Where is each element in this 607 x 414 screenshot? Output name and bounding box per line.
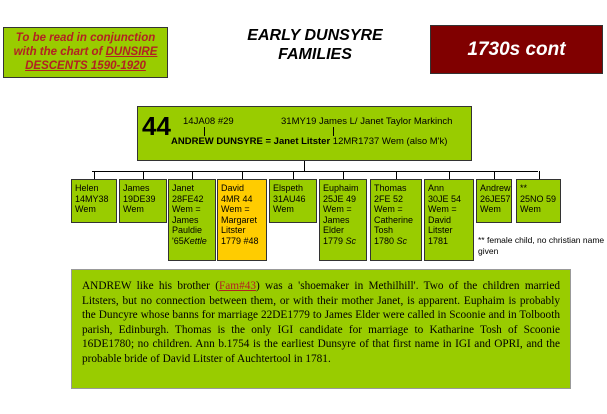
- child-line: Elder: [323, 225, 345, 235]
- couple-names: ANDREW DUNSYRE = Janet Litster: [171, 136, 331, 147]
- commentary-box: ANDREW like his brother (Fam#43) was a '…: [71, 269, 571, 389]
- reference-text-prefix: with the chart of: [13, 46, 106, 58]
- child-line: Wem =: [221, 204, 250, 214]
- child-line: Litster: [221, 225, 246, 235]
- child-line: James: [323, 214, 350, 225]
- family-number: 44: [142, 111, 171, 141]
- commentary-pre: ANDREW like his brother (: [82, 280, 219, 292]
- child-line: 19DE39: [123, 193, 156, 204]
- page-title: EARLY DUNSYRE FAMILIES: [200, 26, 430, 64]
- continuation-label: 1730s cont: [467, 38, 566, 60]
- father-birth: 14JA08 #29: [183, 116, 234, 127]
- child-line: 1779 #48: [221, 235, 259, 246]
- child-line: 4MR 44: [221, 193, 253, 204]
- child-line: Wem: [75, 204, 96, 214]
- child-line: Wem =: [374, 204, 403, 214]
- child-line: Litster: [428, 225, 453, 235]
- child-line: Wem =: [323, 204, 352, 214]
- child-line: Euphaim: [323, 183, 359, 193]
- child-line: 25NO 59: [520, 193, 557, 204]
- descents-link[interactable]: DESCENTS 1590-1920: [25, 60, 146, 72]
- page-title-line1: EARLY DUNSYRE: [247, 27, 383, 44]
- child-line: 1781: [428, 235, 449, 246]
- child-line: James: [172, 214, 199, 225]
- child-line: Catherine: [374, 214, 414, 225]
- child-line: Elspeth: [273, 183, 304, 193]
- child-drop-line: [293, 171, 294, 179]
- child-line: 1780 Sc: [374, 235, 408, 246]
- reference-text-line2: with the chart of DUNSIRE: [4, 45, 167, 59]
- child-line: Ann: [428, 183, 445, 193]
- child-line: Wem: [520, 204, 541, 214]
- marriage-details: 12MR1737 Wem (also M'k): [330, 136, 448, 147]
- child-line: Thomas: [374, 183, 407, 193]
- child-line: 14MY38: [75, 193, 109, 204]
- child-drop-line: [242, 171, 243, 179]
- reference-box: To be read in conjunction with the chart…: [3, 27, 168, 78]
- dunsire-link[interactable]: DUNSIRE: [105, 46, 158, 58]
- child-drop-line: [494, 171, 495, 179]
- child-line: 2FE 52: [374, 193, 404, 204]
- child-drop-line: [539, 171, 540, 179]
- child-line: 25JE 49: [323, 193, 357, 204]
- child-line: Wem: [480, 204, 501, 214]
- child-line: 1779 Sc: [323, 235, 357, 246]
- child-drop-line: [192, 171, 193, 179]
- sibling-line: [92, 171, 538, 172]
- child-line: Wem: [273, 204, 294, 214]
- child-line: Wem =: [172, 204, 201, 214]
- child-line: David: [428, 214, 452, 225]
- child-line: Janet: [172, 183, 195, 193]
- child-drop-line: [94, 171, 95, 179]
- child-line: David: [221, 183, 245, 193]
- child-line: Wem =: [428, 204, 457, 214]
- trunk-line: [304, 161, 305, 171]
- child-drop-line: [143, 171, 144, 179]
- child-drop-line: [396, 171, 397, 179]
- child-line: 30JE 54: [428, 193, 462, 204]
- child-line: '65Kettle: [172, 235, 207, 246]
- parents-box: 44 14JA08 #29 31MY19 James L/ Janet Tayl…: [137, 106, 472, 161]
- child-line: 28FE42: [172, 193, 204, 204]
- parents-dates-line: 14JA08 #29 31MY19 James L/ Janet Taylor …: [183, 116, 452, 127]
- child-place: Sc: [345, 235, 357, 246]
- commentary-post: ) was a 'shoemaker in Methilhill'. Two o…: [82, 280, 560, 365]
- family-43-link[interactable]: Fam#43: [218, 280, 257, 292]
- page-title-line2: FAMILIES: [278, 46, 352, 63]
- child-line: 31AU46: [273, 193, 306, 204]
- child-line: Andrew: [480, 183, 511, 193]
- child-drop-line: [449, 171, 450, 179]
- couple-line: ANDREW DUNSYRE = Janet Litster 12MR1737 …: [171, 136, 447, 147]
- mother-tick: [333, 127, 334, 136]
- child-line: 26JE57: [480, 193, 511, 204]
- mother-birth: 31MY19 James L/ Janet Taylor Markinch: [281, 116, 453, 127]
- child-place: Kettle: [183, 235, 207, 246]
- child-drop-line: [343, 171, 344, 179]
- child-line: Tosh: [374, 225, 394, 235]
- child-line: James: [123, 183, 150, 193]
- father-tick: [204, 127, 205, 136]
- child-line: **: [520, 183, 528, 193]
- continuation-badge: 1730s cont: [430, 25, 603, 74]
- child-place: Sc: [396, 235, 408, 246]
- child-line: Helen: [75, 183, 99, 193]
- reference-text-line1: To be read in conjunction: [15, 32, 156, 44]
- footnote: ** female child, no christian name given: [478, 235, 605, 256]
- child-line: Pauldie: [172, 225, 203, 235]
- child-line: Margaret: [221, 214, 258, 225]
- child-line: Wem: [123, 204, 144, 214]
